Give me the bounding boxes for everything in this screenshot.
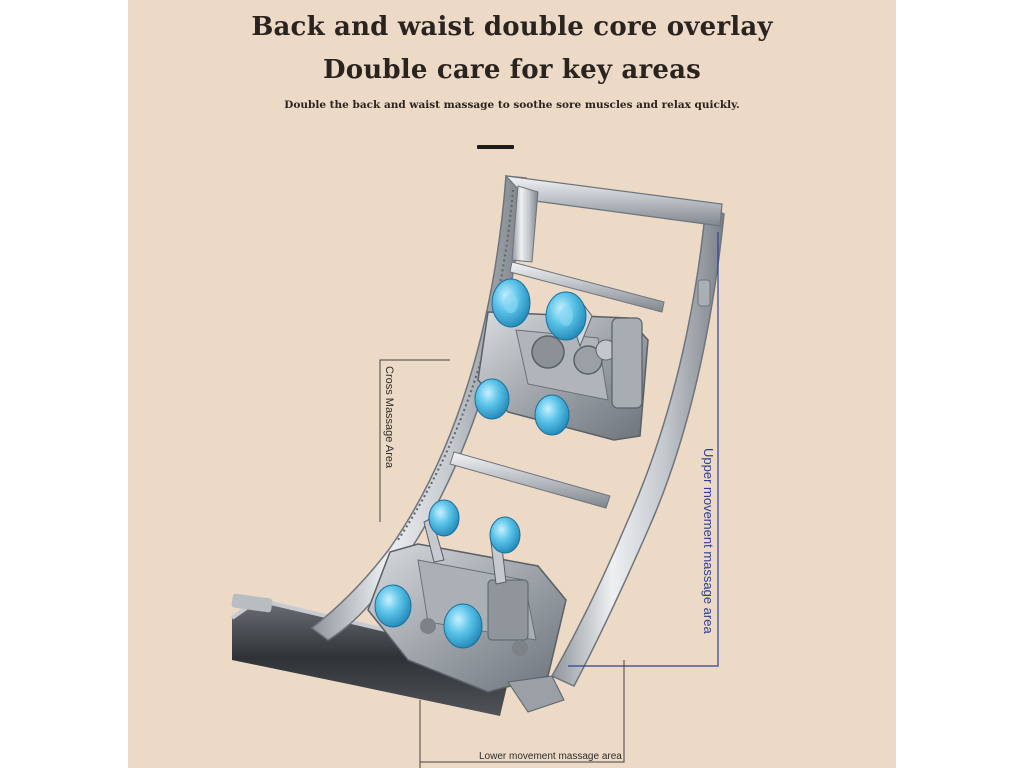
- top-frame-inner: [511, 185, 539, 263]
- cross-area-label: Cross Massage Area: [383, 366, 395, 469]
- upper-roller-top-left: [491, 278, 531, 328]
- page-description: Double the back and waist massage to soo…: [284, 99, 740, 111]
- title-divider: [477, 145, 514, 149]
- product-panel: Back and waist double core overlay Doubl…: [128, 0, 896, 768]
- massage-chair-frame-illustration: Cross Massage Area Upper movement massag…: [230, 175, 725, 768]
- upper-massage-mechanism: [477, 299, 649, 441]
- lower-roller-top-right: [489, 516, 521, 554]
- upper-area-callout: Upper movement massage area: [568, 232, 719, 667]
- lower-area-label: Lower movement massage area: [479, 751, 622, 762]
- upper-area-label: Upper movement massage area: [701, 448, 716, 634]
- upper-roller-top-right: [545, 291, 587, 341]
- side-bracket: [697, 279, 711, 307]
- upper-roller-bottom-right: [534, 394, 570, 436]
- left-rail-rack: [397, 189, 514, 541]
- tail-bracket: [507, 675, 565, 713]
- lower-roller-bottom-right: [443, 603, 483, 649]
- page-subtitle-heading: Double care for key areas: [323, 55, 701, 85]
- cross-bar-2: [449, 451, 611, 509]
- cross-area-callout: Cross Massage Area: [379, 359, 450, 522]
- upper-roller-bottom-left: [474, 378, 510, 420]
- top-frame: [504, 175, 723, 227]
- lower-area-callout: Lower movement massage area: [419, 660, 625, 768]
- right-rail: [550, 204, 725, 687]
- lower-roller-top-left: [428, 499, 460, 537]
- cross-bar-1: [509, 261, 665, 313]
- page-title: Back and waist double core overlay: [251, 12, 773, 42]
- lower-roller-bottom-left: [374, 584, 412, 628]
